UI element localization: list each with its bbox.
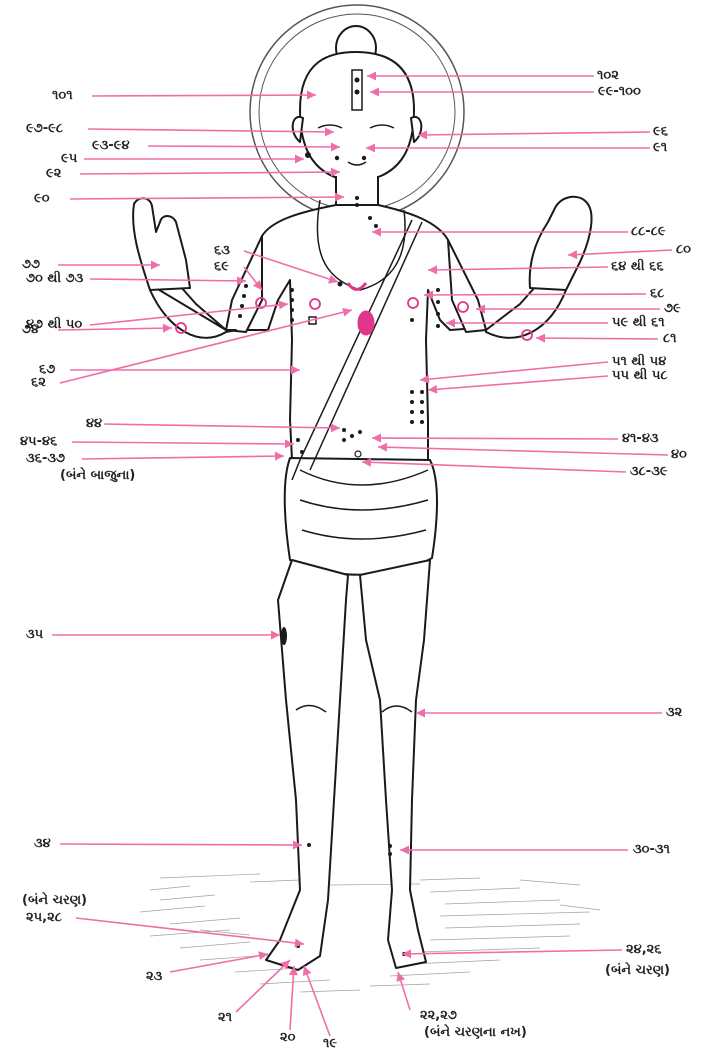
label-64-66: ૬૪ થી ૬૬ xyxy=(611,259,664,275)
label-95: ૯૫ xyxy=(61,151,77,167)
label-93-94: ૯૩-૯૪ xyxy=(92,138,130,154)
label-45-46: ૪૫-૪૬ xyxy=(20,434,57,450)
figure-outline xyxy=(133,26,591,970)
label-35: ૩૫ xyxy=(26,627,43,643)
label-19: ૧૯ xyxy=(323,1036,337,1052)
leader-line xyxy=(536,338,658,339)
leader-line xyxy=(148,146,340,147)
label-79: ૭૯ xyxy=(664,301,681,317)
label-92: ૯૨ xyxy=(46,166,61,182)
label-68: ૬૮ xyxy=(650,286,664,302)
label-88-89: ૮૮-૮૯ xyxy=(631,224,666,240)
label-90: ૯૦ xyxy=(34,191,50,207)
label-both-sides: (બંને બાજુના) xyxy=(60,468,135,484)
label-40: ૪૦ xyxy=(671,447,687,463)
leader-line xyxy=(80,172,340,174)
leader-line xyxy=(372,438,618,439)
label-44: ૪૪ xyxy=(86,416,102,432)
leader-line xyxy=(70,197,344,199)
leader-line xyxy=(60,844,302,845)
leader-line xyxy=(424,294,646,295)
leader-line xyxy=(420,362,608,380)
leader-line xyxy=(76,918,304,944)
label-38-39: ૩૮-૩૯ xyxy=(630,464,668,480)
label-20: ૨૦ xyxy=(280,1030,295,1046)
label-80: ૮૦ xyxy=(676,242,691,258)
label-102: ૧૦૨ xyxy=(597,68,619,84)
label-47-50: ૪૭ થી ૫૦ xyxy=(26,317,82,333)
label-34: ૩૪ xyxy=(34,836,51,852)
label-55-58: ૫૫ થી ૫૮ xyxy=(612,368,668,384)
label-81: ૮૧ xyxy=(663,331,677,347)
leader-line xyxy=(72,442,294,444)
leader-line xyxy=(304,966,330,1036)
leader-arrowhead xyxy=(428,385,437,394)
label-21: ૨૧ xyxy=(218,1010,232,1026)
leader-arrowhead xyxy=(295,155,304,164)
label-both-nails: (બંને ચરણના નખ) xyxy=(424,1025,527,1041)
label-36-37: ૩૬-૩૭ xyxy=(26,451,65,467)
label-25-28: ૨૫,૨૮ xyxy=(26,910,62,926)
label-96: ૯૬ xyxy=(653,124,668,140)
leader-line xyxy=(170,954,268,972)
leader-line xyxy=(92,95,316,96)
label-24-26: ૨૪,૨૬ xyxy=(626,942,662,958)
leader-arrowhead xyxy=(416,709,425,718)
label-101: ૧૦૧ xyxy=(52,88,73,104)
label-63: ૬૩ xyxy=(214,243,230,259)
label-41-43: ૪૧-૪૩ xyxy=(622,431,659,447)
leader-line xyxy=(236,960,290,1012)
label-32: ૩૨ xyxy=(666,705,682,721)
leader-arrowhead xyxy=(536,334,545,343)
label-69: ૬૯ xyxy=(214,259,229,275)
leader-line xyxy=(90,279,246,281)
leader-arrowhead xyxy=(271,631,280,640)
leader-line xyxy=(290,966,294,1030)
label-97-98: ૯૭-૯૮ xyxy=(26,121,63,137)
label-23: ૨૩ xyxy=(146,969,162,985)
label-30-31: ૩૦-૩૧ xyxy=(633,842,670,858)
label-70-73: ૭૦ થી ૭૩ xyxy=(26,271,83,287)
label-22-27: ૨૨,૨૭ xyxy=(420,1008,457,1024)
label-59-61: ૫૯ થી ૬૧ xyxy=(612,315,665,331)
label-99-100: ૯૯-૧૦૦ xyxy=(598,84,641,100)
label-both-feet-left: (બંને ચરણ) xyxy=(22,893,87,909)
leader-arrowhead xyxy=(163,324,172,333)
leader-line xyxy=(428,376,608,390)
label-both-feet-right: (બંને ચરણ) xyxy=(605,963,670,979)
label-91: ૯૧ xyxy=(653,140,667,156)
leader-line xyxy=(402,950,622,954)
leader-line xyxy=(82,456,284,459)
label-62: ૬૨ xyxy=(31,375,46,391)
leader-arrowhead xyxy=(275,452,284,461)
